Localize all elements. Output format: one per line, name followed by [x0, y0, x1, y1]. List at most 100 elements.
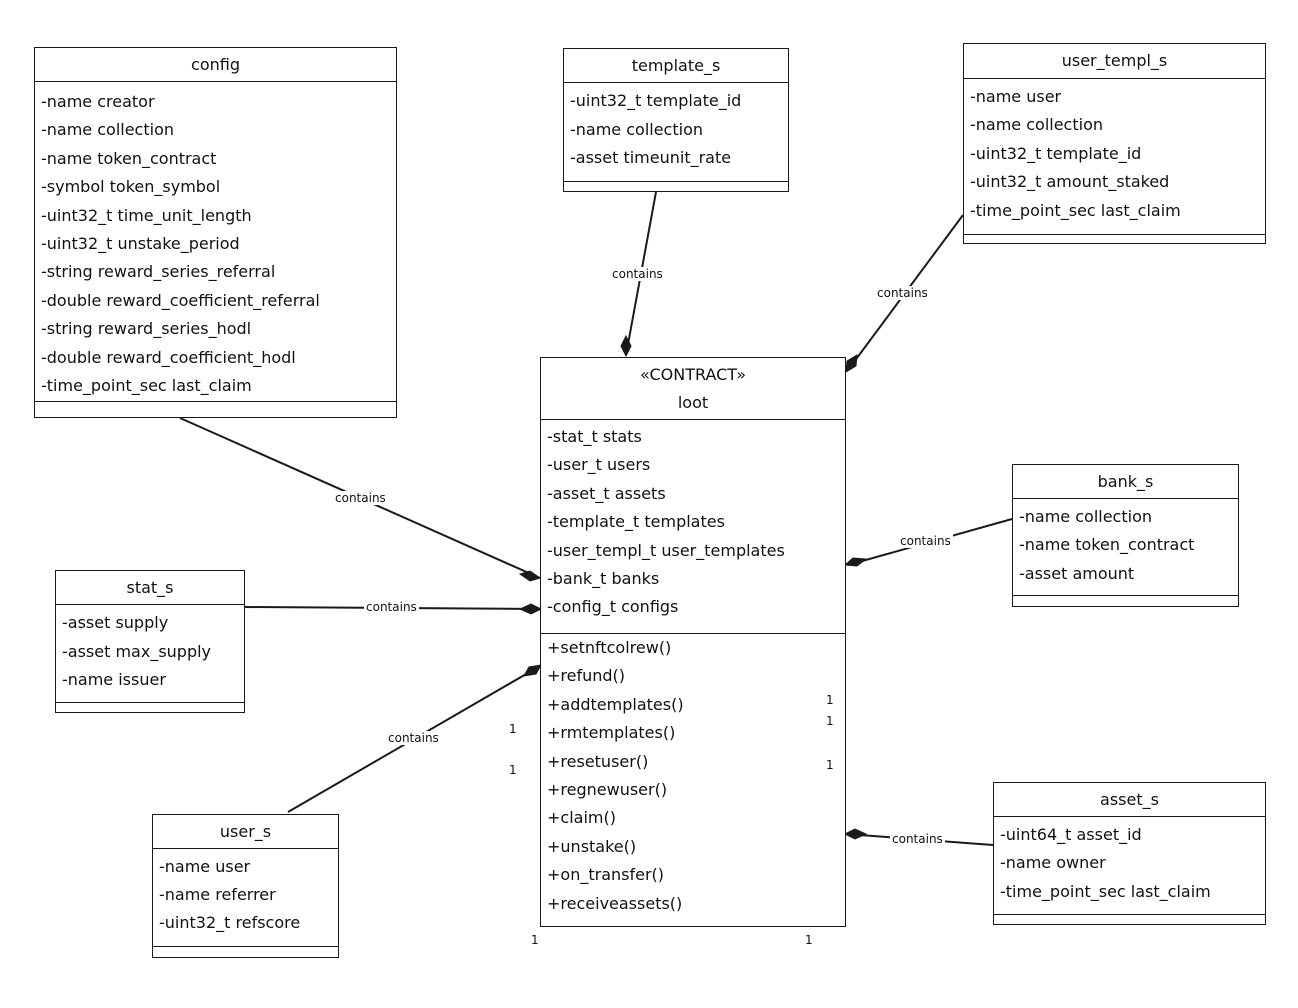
method-item: +regnewuser() [547, 780, 668, 800]
relation-label-user: contains [386, 731, 441, 745]
multiplicity: 1 [826, 714, 834, 728]
attribute-item: -uint32_t template_id [970, 143, 1142, 163]
method-list [1013, 596, 1238, 606]
diamond-usertempl [845, 354, 858, 373]
attribute-item: -uint32_t unstake_period [41, 234, 240, 254]
class-bank-s[interactable]: bank_s -name collection -name token_contr… [1012, 464, 1239, 607]
class-name: user_s [153, 815, 338, 849]
method-item: +setnftcolrew() [547, 638, 672, 657]
attribute-item: -bank_t banks [547, 569, 660, 589]
diamond-config [518, 570, 542, 582]
diamond-bank [843, 557, 868, 567]
class-name: template_s [564, 49, 788, 83]
class-user-s[interactable]: user_s -name user -name referrer -uint32_t… [152, 814, 339, 958]
attribute-item: -asset amount [1019, 563, 1135, 583]
attribute-item: -time_point_sec last_claim [970, 200, 1181, 220]
attribute-item: -name collection [1019, 507, 1152, 526]
attribute-list: -uint64_t asset_id -name owner -time_point… [994, 817, 1265, 915]
multiplicity: 1 [826, 693, 834, 707]
attribute-item: -user_t users [547, 455, 651, 475]
attribute-item: -string reward_series_hodl [41, 319, 252, 339]
attribute-item: -uint64_t asset_id [1000, 825, 1142, 844]
class-header: «CONTRACT» loot [541, 358, 845, 420]
method-item: +on_transfer() [547, 865, 665, 885]
method-item: +addtemplates() [547, 694, 684, 714]
diamond-user [523, 664, 542, 677]
method-list [564, 182, 788, 191]
method-list [35, 402, 396, 412]
attribute-item: -asset max_supply [62, 641, 212, 661]
class-asset-s[interactable]: asset_s -uint64_t asset_id -name owner -ti… [993, 782, 1266, 925]
attribute-item: -name collection [570, 119, 703, 139]
method-list [153, 947, 338, 957]
attribute-item: -double reward_coefficient_referral [41, 290, 320, 310]
attribute-item: -double reward_coefficient_hodl [41, 347, 296, 367]
attribute-item: -time_point_sec last_claim [41, 376, 252, 396]
class-template-s[interactable]: template_s -uint32_t template_id -name co… [563, 48, 789, 192]
attribute-list: -name creator -name collection -name token… [35, 82, 396, 402]
multiplicity: 1 [805, 933, 813, 947]
attribute-item: -name user [970, 87, 1062, 106]
attribute-list: -name user -name referrer -uint32_t refsco… [153, 849, 338, 947]
relation-label-usertempl: contains [875, 286, 930, 300]
attribute-item: -template_t templates [547, 512, 725, 532]
relation-label-asset: contains [890, 832, 945, 846]
attribute-item: -name issuer [62, 670, 166, 689]
attribute-item: -asset supply [62, 613, 169, 632]
stereotype: «CONTRACT» [639, 365, 746, 384]
class-name: stat_s [56, 571, 244, 605]
attribute-item: -name token_contract [1019, 535, 1195, 555]
diamond-asset [843, 828, 868, 840]
attribute-item: -name user [159, 857, 251, 876]
multiplicity: 1 [509, 722, 517, 736]
attribute-list: -name user -name collection -uint32_t temp… [964, 79, 1265, 235]
class-name: user_templ_s [964, 44, 1265, 79]
method-item: +receiveassets() [547, 893, 683, 913]
method-item: +claim() [547, 808, 616, 828]
relation-label-stat: contains [364, 600, 419, 614]
attribute-item: -asset timeunit_rate [570, 148, 732, 167]
attribute-item: -time_point_sec last_claim [1000, 881, 1211, 901]
class-stat-s[interactable]: stat_s -asset supply -asset max_supply -na… [55, 570, 245, 713]
attribute-item: -user_templ_t user_templates [547, 540, 785, 560]
attribute-item: -name collection [970, 115, 1103, 135]
attribute-item: -config_t configs [547, 597, 679, 617]
method-item: +resetuser() [547, 751, 649, 771]
class-config[interactable]: config -name creator-name collection-nam… [34, 47, 397, 418]
relation-label-template: contains [610, 267, 665, 281]
class-name: loot [677, 393, 709, 412]
attribute-item: -name referrer [159, 885, 276, 904]
attribute-list: -name collection -name token_contract -ass… [1013, 499, 1238, 596]
method-list: +setnftcolrew() +refund() +addtemplates() +… [541, 634, 845, 918]
diamond-template [620, 334, 632, 358]
attribute-item: -stat_t stats [547, 427, 642, 446]
attribute-item: -uint32_t template_id [570, 91, 742, 110]
attribute-item: -name token_contract [41, 148, 217, 168]
attribute-item: -name creator [41, 92, 155, 111]
attribute-list: -stat_t stats -user_t users -asset_t asset… [541, 420, 845, 634]
attribute-list: -asset supply -asset max_supply -name issu… [56, 605, 244, 703]
method-list [964, 235, 1265, 243]
attribute-item: -name owner [1000, 853, 1106, 873]
relation-label-bank: contains [898, 534, 953, 548]
attribute-item: -symbol token_symbol [41, 177, 221, 197]
class-name: config [35, 48, 396, 82]
multiplicity: 1 [531, 933, 539, 947]
attribute-item: -uint32_t refscore [159, 913, 301, 932]
attribute-item: -name collection [41, 120, 174, 140]
class-name: bank_s [1013, 465, 1238, 499]
class-loot[interactable]: «CONTRACT» loot -stat_t stats -user_t use… [540, 357, 846, 927]
class-name: asset_s [994, 783, 1265, 817]
method-list [56, 703, 244, 712]
attribute-item: -asset_t assets [547, 483, 666, 503]
attribute-item: -string reward_series_referral [41, 262, 276, 282]
diamond-stat [518, 603, 543, 615]
method-list [994, 915, 1265, 924]
attribute-item: -uint32_t amount_staked [970, 172, 1170, 192]
method-item: +refund() [547, 666, 626, 686]
attribute-item: -uint32_t time_unit_length [41, 205, 252, 225]
class-user-templ-s[interactable]: user_templ_s -name user-name collection-… [963, 43, 1266, 244]
method-item: +rmtemplates() [547, 723, 676, 743]
method-item: +unstake() [547, 836, 637, 856]
multiplicity: 1 [826, 758, 834, 772]
